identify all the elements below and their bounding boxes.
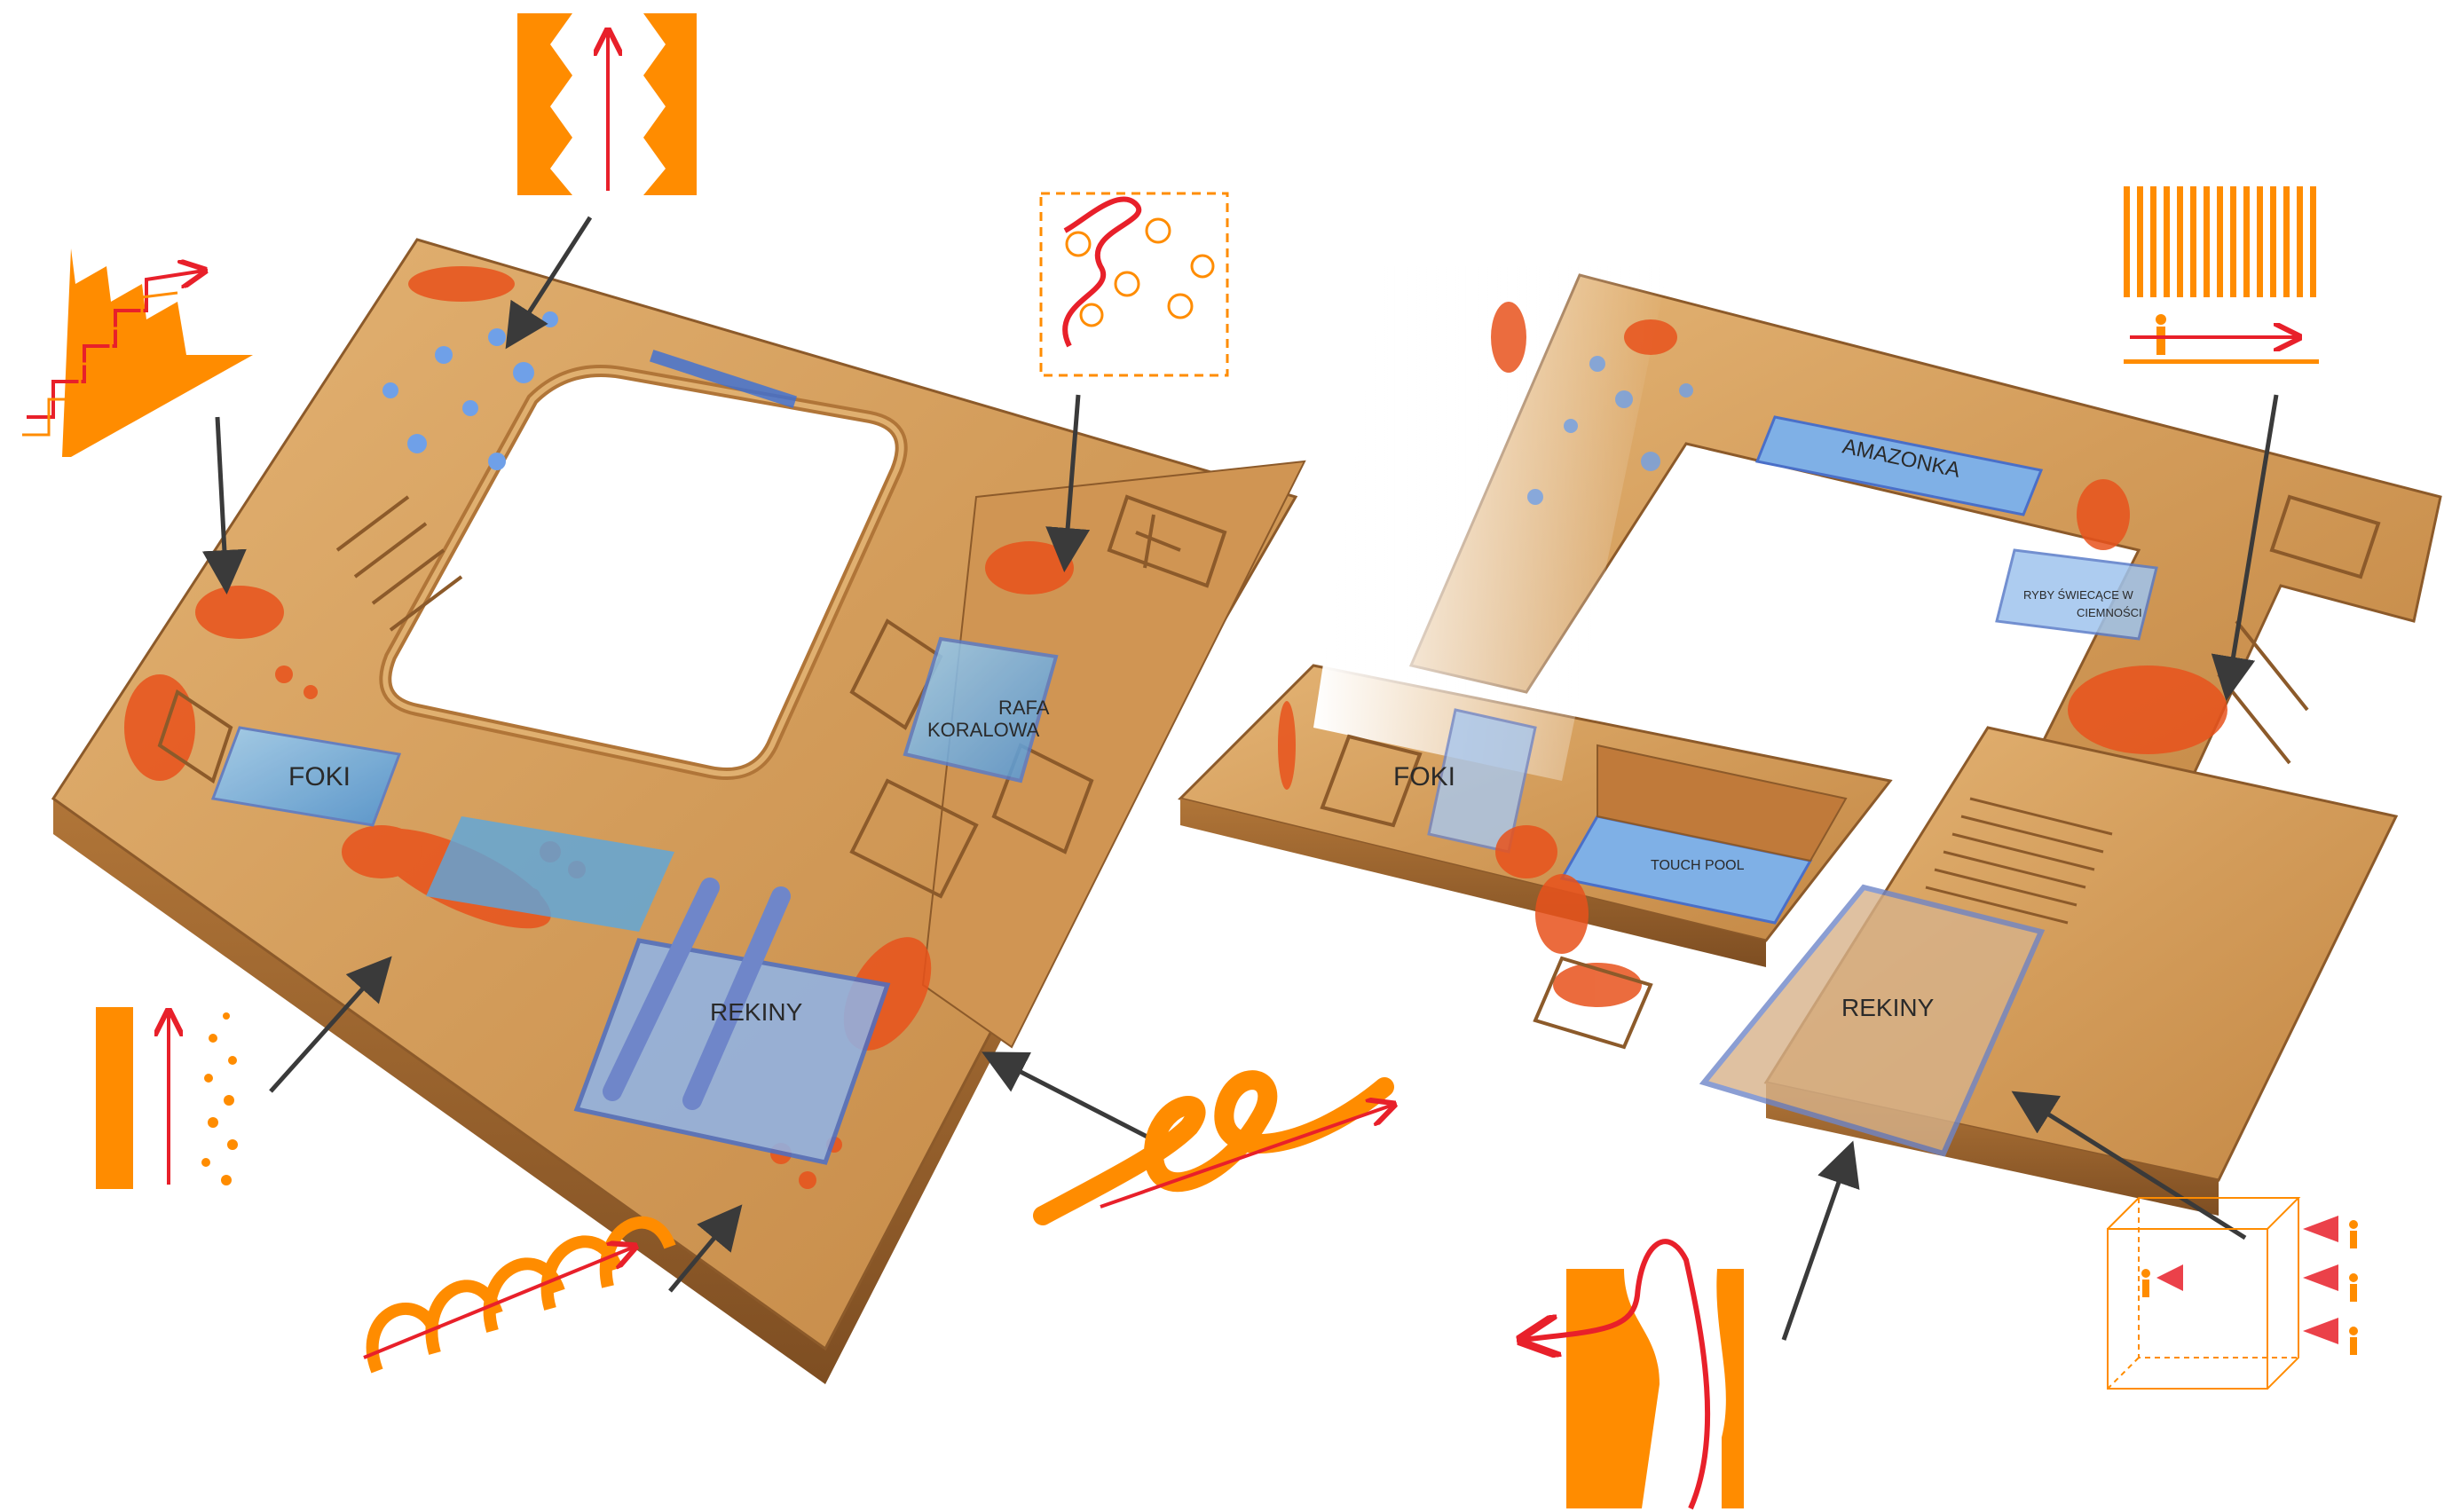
wall-and-dots-icon — [96, 1007, 238, 1189]
left-model: FOKI RAFA KORALOWA REKINY — [53, 240, 1305, 1384]
left-label-foki: FOKI — [288, 762, 351, 791]
serrated-passage-icon — [517, 13, 697, 195]
right-label-ryby-2: CIEMNOŚCI — [2077, 606, 2142, 619]
glass-box-observers-icon — [2108, 1198, 2358, 1389]
right-label-rekiny: REKINY — [1841, 994, 1935, 1021]
wandering-path-icon — [1041, 193, 1227, 375]
helix-ribbon-icon — [1043, 1080, 1393, 1216]
left-label-rafa-1: RAFA — [998, 697, 1050, 719]
right-label-touch-pool: TOUCH POOL — [1651, 858, 1745, 873]
left-label-rekiny: REKINY — [710, 998, 803, 1026]
winding-passage-icon — [1522, 1241, 1744, 1508]
vertical-slats-icon — [2124, 186, 2319, 364]
right-label-ryby-1: RYBY ŚWIECĄCE W — [2023, 588, 2133, 602]
spiral-coil-icon — [364, 1223, 670, 1371]
right-model: AMAZONKA RYBY ŚWIECĄCE W CIEMNOŚCI FOKI … — [1180, 266, 2440, 1216]
right-label-foki: FOKI — [1393, 762, 1455, 791]
right-model-fade — [1313, 266, 1668, 781]
left-label-rafa-2: KORALOWA — [927, 719, 1040, 741]
